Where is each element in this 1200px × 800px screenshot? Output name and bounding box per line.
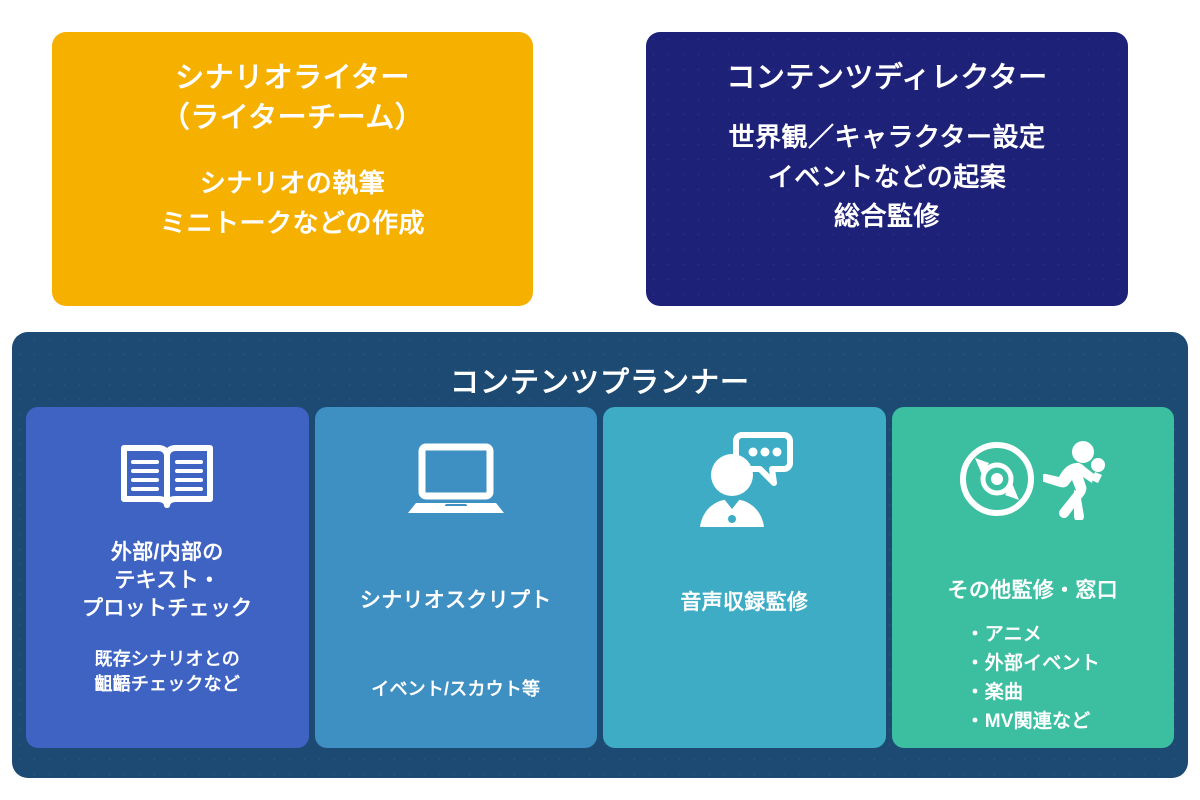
open-book-icon [121,423,214,535]
card-scenario-writer-title: シナリオライター （ライターチーム） [161,58,424,138]
section-content-planner-title: コンテンツプランナー [449,367,750,399]
card-other-supervision-contact: その他監修・窓口 ・アニメ ・外部イベント ・楽曲 ・MV関連など [891,407,1174,748]
card-scenario-writer-body-line2: ミニトークなどの作成 [159,207,425,238]
card-content-director-body-line2: イベントなどの起案 [767,161,1007,192]
bullet-item: ・MV関連など [965,710,1091,732]
card-other-supervision-contact-bullets: ・アニメ ・外部イベント ・楽曲 ・MV関連など [966,621,1100,737]
performer-microphone-icon [1042,441,1105,520]
card-scenario-script-subtext: イベント/スカウト等 [371,677,540,701]
cd-disc-icon [959,442,1034,516]
planner-card-row: 外部/内部の テキスト・ プロットチェック 既存シナリオとの 齟齬チェックなど [26,407,1174,748]
card-voice-recording-supervision: 音声収録監修 [603,407,886,748]
card-text-plot-check-title-line2: テキスト・ [114,569,221,593]
card-text-plot-check-title-line1: 外部/内部の [110,541,224,564]
card-other-supervision-contact-title: その他監修・窓口 [948,577,1118,605]
card-text-plot-check-title-line3: プロットチェック [82,597,253,621]
card-scenario-writer-title-line2: （ライターチーム） [160,102,425,135]
card-text-plot-check-subtext: 既存シナリオとの 齟齬チェックなど [94,647,240,696]
laptop-icon [406,423,506,535]
card-content-director-body-line3: 総合監修 [833,201,940,232]
person-speech-bubble-icon [694,423,794,535]
card-scenario-script-title-line1: シナリオスクリプト [359,589,552,612]
card-content-director: コンテンツディレクター 世界観／キャラクター設定 イベントなどの起案 総合監修 [646,32,1128,306]
card-text-plot-check-subtext-line1: 既存シナリオとの [94,649,240,670]
bullet-item: ・アニメ [965,624,1042,646]
card-text-plot-check-subtext-line2: 齟齬チェックなど [94,673,241,694]
card-scenario-script-subtext-line1: イベント/スカウト等 [371,679,541,700]
card-content-director-title-line1: コンテンツディレクター [726,62,1048,94]
card-text-plot-check-title: 外部/内部の テキスト・ プロットチェック [82,539,252,623]
card-scenario-script-title: シナリオスクリプト [360,587,552,615]
card-scenario-writer: シナリオライター （ライターチーム） シナリオの執筆 ミニトークなどの作成 [52,32,533,306]
card-voice-recording-supervision-title: 音声収録監修 [680,589,808,617]
card-scenario-writer-body: シナリオの執筆 ミニトークなどの作成 [160,164,425,243]
card-scenario-writer-body-line1: シナリオの執筆 [199,168,386,199]
card-content-director-body-line1: 世界観／キャラクター設定 [728,122,1046,153]
card-content-director-body: 世界観／キャラクター設定 イベントなどの起案 総合監修 [729,118,1046,237]
card-text-plot-check: 外部/内部の テキスト・ プロットチェック 既存シナリオとの 齟齬チェックなど [26,407,309,748]
bullet-item: ・楽曲 [965,681,1024,703]
card-content-director-title: コンテンツディレクター [726,58,1047,98]
section-content-planner: コンテンツプランナー 外部/内部の [12,332,1188,778]
bullet-item: ・外部イベント [965,653,1100,674]
card-scenario-writer-title-line1: シナリオライター [175,62,410,94]
card-voice-recording-supervision-title-line1: 音声収録監修 [680,591,809,614]
card-scenario-script: シナリオスクリプト イベント/スカウト等 [314,407,597,748]
cd-and-performer-icon-group [957,423,1109,535]
card-other-supervision-contact-title-line1: その他監修・窓口 [947,579,1118,602]
